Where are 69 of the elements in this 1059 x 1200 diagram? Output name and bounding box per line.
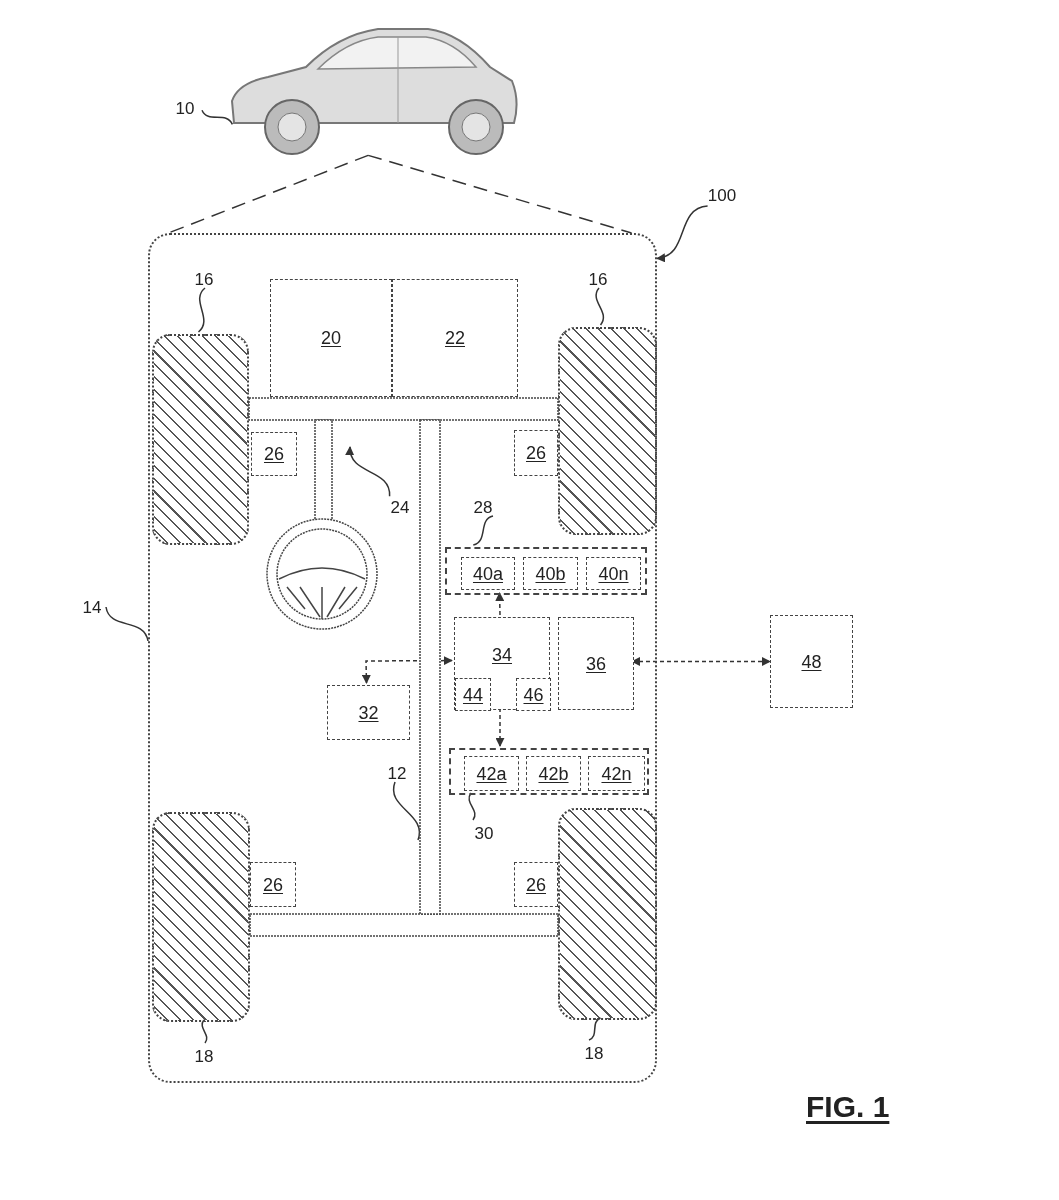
reference-numeral: 42b bbox=[538, 764, 569, 783]
component-box bbox=[586, 557, 641, 590]
leader-arrow bbox=[346, 446, 391, 497]
reference-label: 12 bbox=[387, 764, 407, 782]
reference-numeral: 42n bbox=[601, 764, 632, 783]
reference-numeral: 32 bbox=[358, 703, 379, 722]
component-box bbox=[588, 756, 645, 791]
projection-line bbox=[167, 154, 369, 234]
reference-label: 18 bbox=[194, 1047, 214, 1065]
component-box bbox=[461, 557, 515, 590]
reference-numeral: 22 bbox=[445, 329, 465, 347]
reference-numeral: 26 bbox=[526, 444, 546, 462]
dashed-group-box bbox=[445, 547, 647, 595]
component-box bbox=[454, 617, 550, 710]
reference-numeral: 40a bbox=[472, 564, 503, 583]
component-box bbox=[558, 617, 634, 710]
component-box bbox=[526, 756, 581, 791]
component-box bbox=[514, 430, 558, 476]
component-box bbox=[327, 685, 410, 740]
tire-drawing bbox=[152, 812, 250, 1022]
component-box bbox=[250, 862, 296, 907]
component-box bbox=[251, 432, 297, 476]
reference-label: 14 bbox=[82, 598, 102, 616]
leader-line bbox=[472, 515, 494, 546]
figure-caption: FIG. 1 bbox=[806, 1089, 890, 1125]
reference-numeral: 46 bbox=[523, 685, 544, 704]
leader-arrow bbox=[656, 205, 709, 262]
reference-numeral: 26 bbox=[263, 875, 283, 894]
component-box bbox=[392, 279, 518, 397]
reference-numeral: 26 bbox=[264, 445, 284, 463]
tire-drawing bbox=[558, 327, 657, 535]
leader-line bbox=[595, 287, 605, 326]
reference-numeral: 40b bbox=[535, 564, 566, 583]
reference-numeral: 26 bbox=[526, 875, 546, 894]
signal-arrow bbox=[361, 656, 453, 684]
leader-line bbox=[201, 1019, 208, 1044]
reference-numeral: 20 bbox=[321, 329, 341, 347]
reference-label: 16 bbox=[588, 270, 608, 288]
component-box bbox=[514, 862, 558, 907]
component-box bbox=[270, 279, 392, 397]
reference-label: 30 bbox=[474, 824, 494, 842]
reference-label: 16 bbox=[194, 270, 214, 288]
reference-numeral: 42a bbox=[476, 764, 507, 783]
reference-label: 28 bbox=[473, 498, 493, 516]
component-box bbox=[516, 678, 551, 711]
reference-numeral: 44 bbox=[463, 685, 483, 704]
leader-line bbox=[105, 606, 149, 642]
reference-label: 24 bbox=[390, 498, 410, 516]
tire-drawing bbox=[152, 334, 249, 545]
reference-label: 18 bbox=[584, 1044, 604, 1062]
signal-arrow bbox=[495, 592, 505, 616]
leader-line bbox=[392, 781, 421, 841]
leader-line bbox=[588, 1017, 602, 1041]
tire-drawing bbox=[558, 808, 657, 1020]
reference-numeral: 34 bbox=[492, 646, 512, 664]
reference-numeral: 48 bbox=[801, 652, 822, 671]
component-box bbox=[464, 756, 519, 791]
reference-label: 10 bbox=[175, 99, 195, 117]
component-box bbox=[455, 678, 491, 711]
leader-line bbox=[197, 287, 206, 333]
component-box bbox=[523, 557, 578, 590]
reference-label: 100 bbox=[707, 186, 737, 204]
reference-numeral: 36 bbox=[586, 654, 606, 673]
component-box bbox=[770, 615, 853, 708]
projection-line bbox=[367, 154, 633, 234]
reference-numeral: 40n bbox=[598, 564, 629, 583]
leader-line bbox=[201, 109, 234, 126]
dashed-group-box bbox=[449, 748, 649, 795]
leader-line bbox=[468, 792, 476, 821]
